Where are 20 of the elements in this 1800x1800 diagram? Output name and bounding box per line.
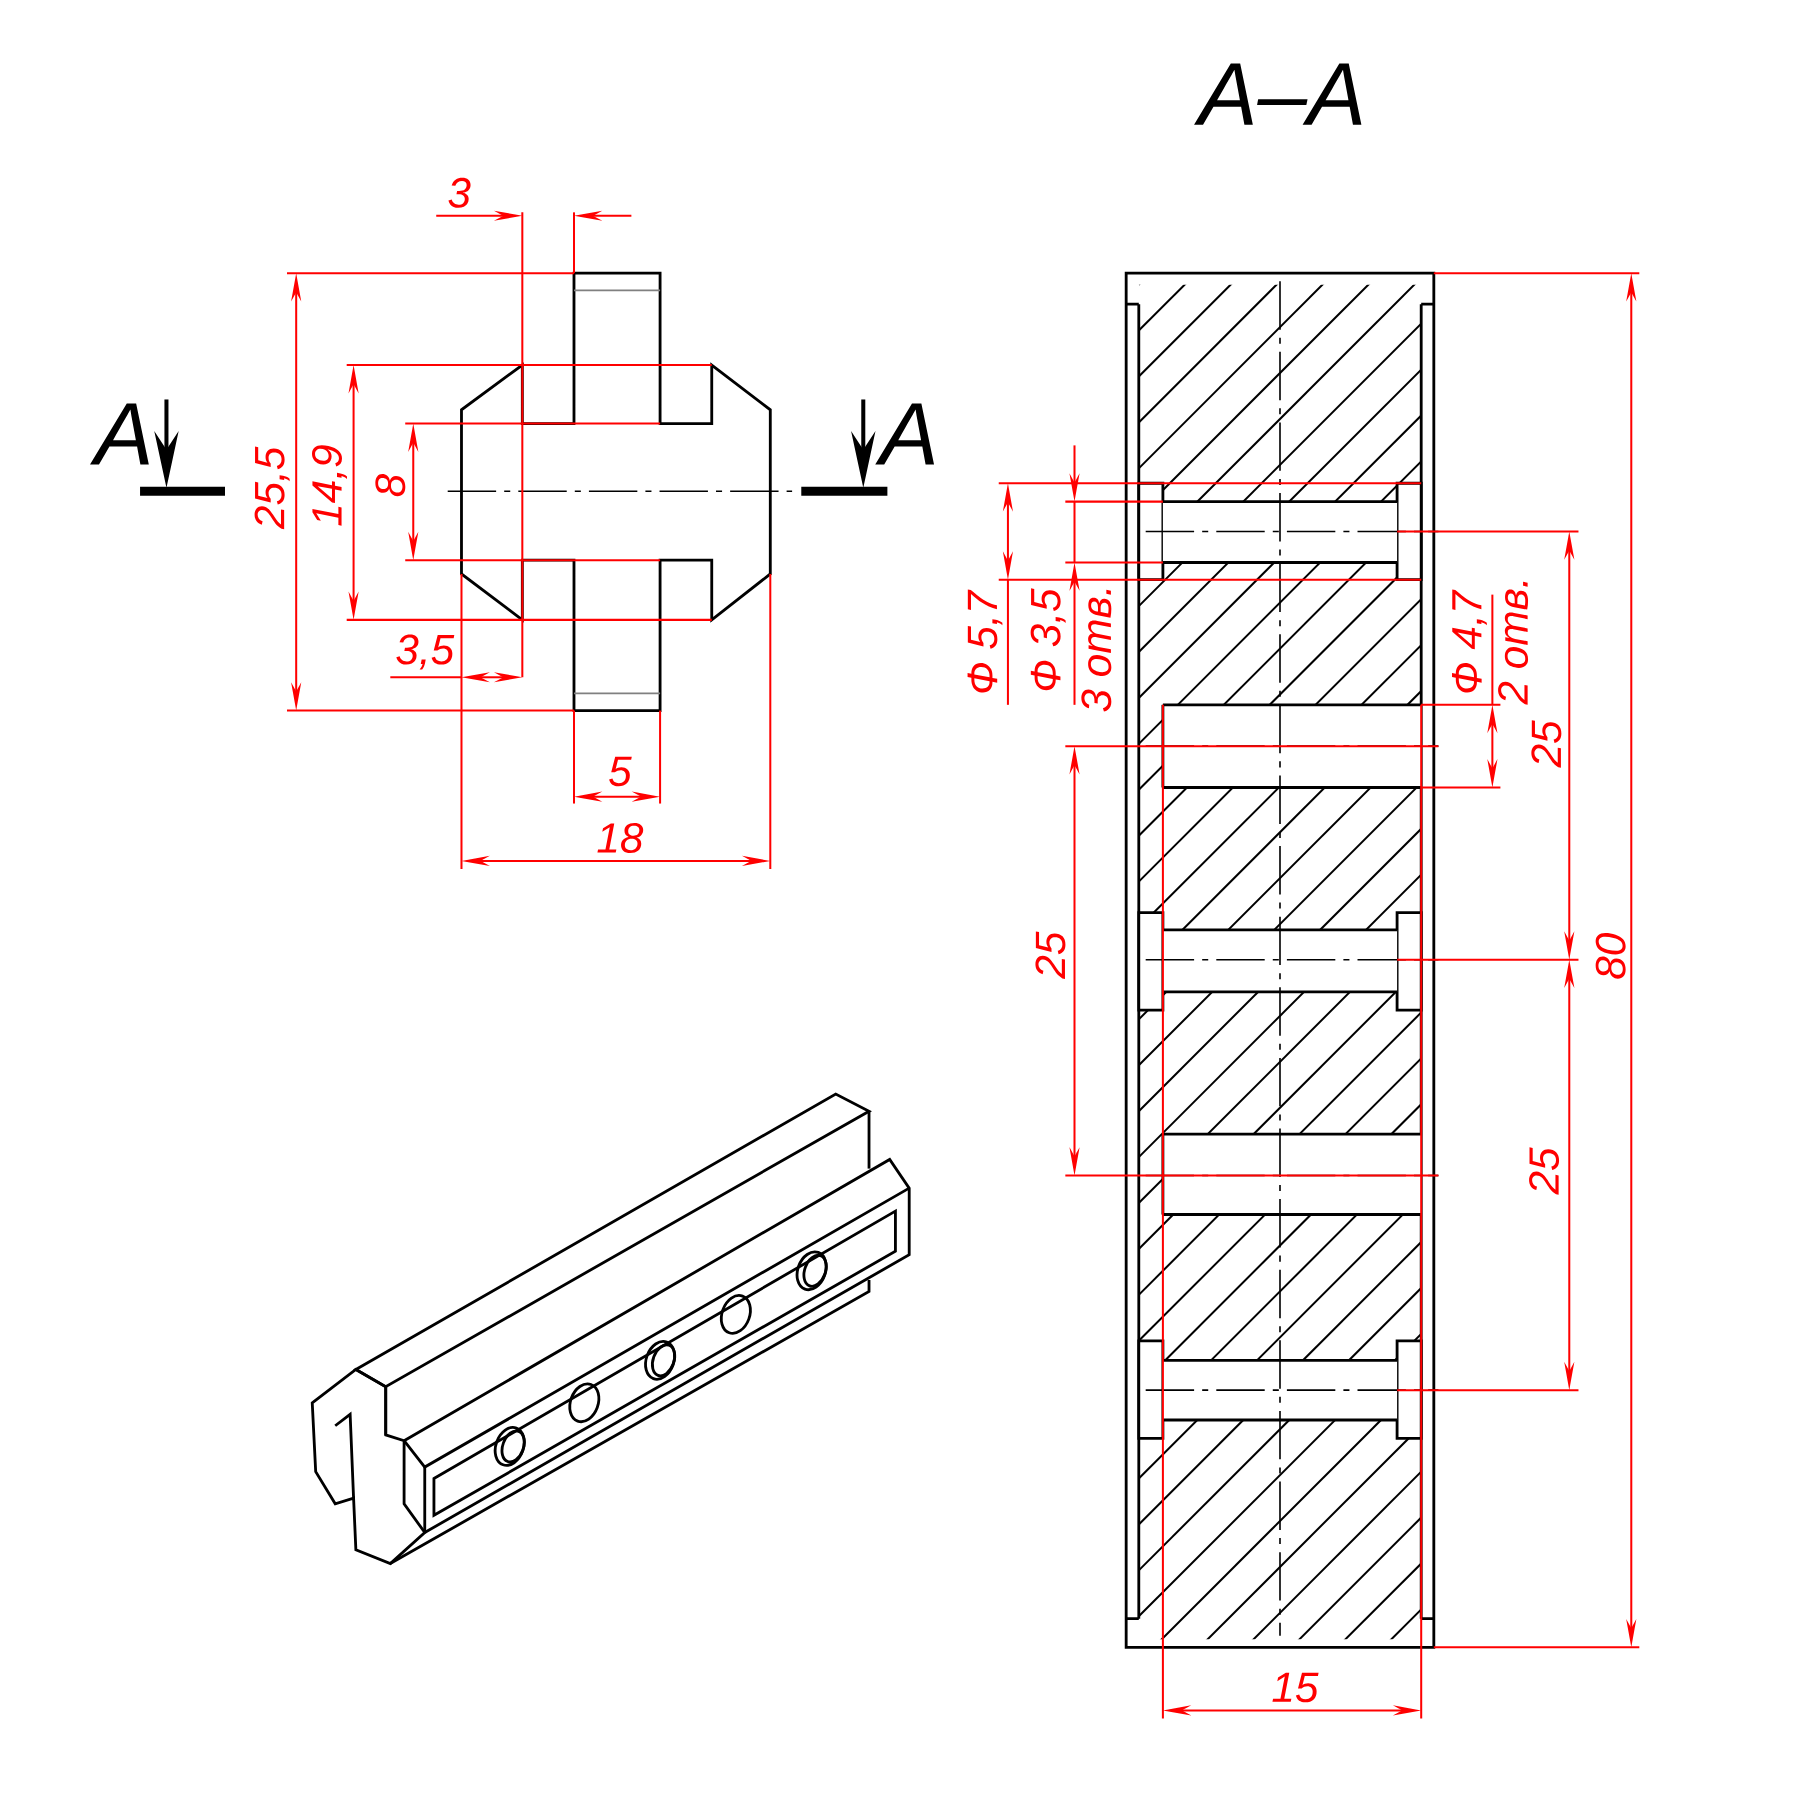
dimension-value: 25 xyxy=(1035,931,1066,979)
dimension-value: 25 xyxy=(1529,1147,1560,1195)
dimension-value: 3 xyxy=(448,177,471,208)
section-letter: A xyxy=(875,403,934,465)
dimension-value: 5 xyxy=(609,756,632,787)
dimension-value: 25,5 xyxy=(254,446,290,530)
dimension-value: 3,5 xyxy=(396,634,455,670)
dimension-value: 15 xyxy=(1272,1672,1319,1703)
dimension-value: 8 xyxy=(375,474,406,497)
dimension-value: Ф 4,7 xyxy=(1452,589,1487,693)
dimension-value: Ф 3,5 xyxy=(1030,588,1066,691)
dimension-value: 80 xyxy=(1595,933,1626,979)
dimension-value: 14,9 xyxy=(312,445,347,526)
dimension-value: Ф 5,7 xyxy=(967,589,1003,693)
dimension-value: 2 отв. xyxy=(1498,581,1529,705)
dimension-value: 3 отв. xyxy=(1081,589,1112,712)
section-letter: A–A xyxy=(1194,63,1362,125)
dimension-value: 18 xyxy=(597,823,644,853)
section-letter: A xyxy=(90,403,149,465)
dimension-value: 25 xyxy=(1531,720,1562,768)
